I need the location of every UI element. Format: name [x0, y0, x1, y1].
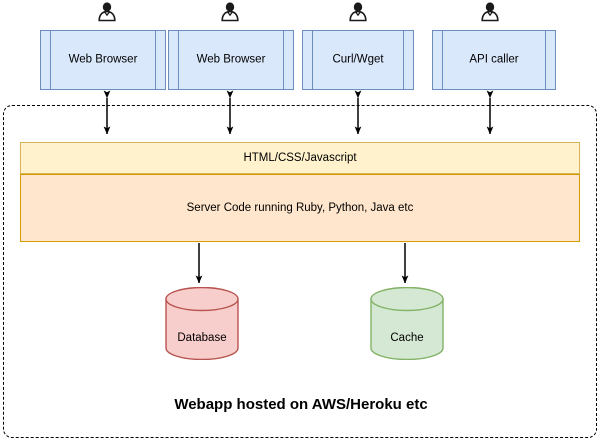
cache-label: Cache	[390, 332, 424, 344]
client-label: Web Browser	[196, 53, 266, 66]
client-box-api-caller[interactable]: API caller	[432, 30, 556, 90]
process-divider-left	[50, 31, 51, 89]
database-label: Database	[177, 332, 227, 344]
client-label: Web Browser	[68, 53, 138, 66]
process-divider-right	[403, 31, 404, 89]
cache-cylinder[interactable]: Cache	[370, 287, 444, 360]
user-icon	[477, 0, 503, 24]
frontend-layer-box[interactable]: HTML/CSS/Javascript	[20, 142, 580, 174]
process-divider-left	[442, 31, 443, 89]
frontend-layer-label: HTML/CSS/Javascript	[243, 152, 357, 164]
process-divider-right	[283, 31, 284, 89]
client-box-web-browser-2[interactable]: Web Browser	[168, 30, 294, 90]
hosting-boundary	[3, 105, 597, 438]
backend-layer-box[interactable]: Server Code running Ruby, Python, Java e…	[20, 174, 580, 242]
process-divider-right	[155, 31, 156, 89]
backend-layer-label: Server Code running Ruby, Python, Java e…	[186, 202, 414, 214]
database-cylinder[interactable]: Database	[165, 287, 239, 360]
user-icon	[217, 0, 243, 24]
client-box-curl-wget[interactable]: Curl/Wget	[302, 30, 414, 90]
user-icon	[345, 0, 371, 24]
user-icon	[94, 0, 120, 24]
process-divider-left	[178, 31, 179, 89]
client-label: API caller	[469, 53, 519, 66]
diagram-title: Webapp hosted on AWS/Heroku etc	[174, 396, 428, 413]
process-divider-right	[545, 31, 546, 89]
client-label: Curl/Wget	[332, 53, 384, 66]
client-box-web-browser-1[interactable]: Web Browser	[40, 30, 166, 90]
process-divider-left	[312, 31, 313, 89]
